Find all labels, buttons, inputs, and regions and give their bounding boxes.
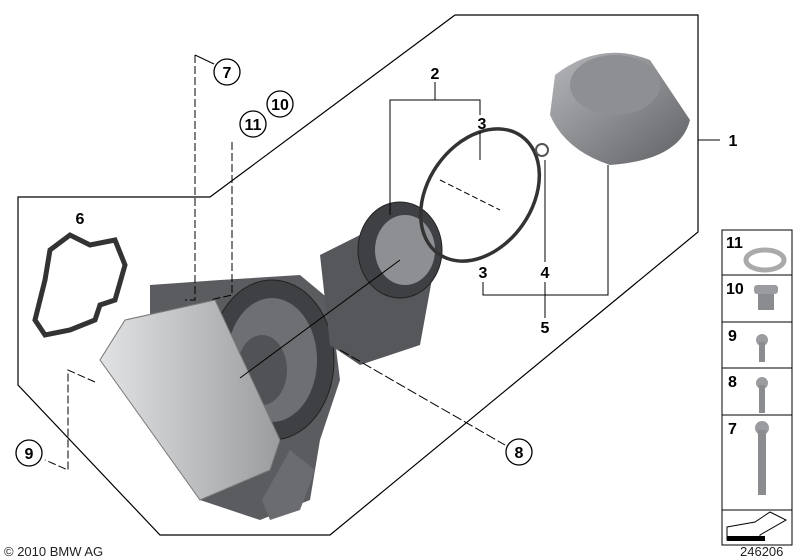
o-ring[interactable] (396, 106, 564, 284)
assembly-outline (17, 14, 699, 536)
callout-8[interactable]: 8 (515, 445, 524, 462)
oil-filter-housing[interactable] (99, 275, 340, 520)
filter-cap[interactable] (550, 52, 690, 165)
legend-number-11[interactable]: 11 (726, 235, 743, 252)
filter-element[interactable] (320, 201, 443, 365)
screw-plug-icon (754, 285, 778, 310)
callout-6[interactable]: 6 (76, 211, 85, 228)
leader-lines (44, 54, 720, 471)
callout-11[interactable]: 11 (245, 117, 262, 134)
bolt-long-icon (755, 421, 769, 495)
previous-diagram-arrow-icon[interactable] (726, 511, 788, 541)
sealing-ring-icon (743, 247, 787, 273)
callout-4[interactable]: 4 (541, 265, 550, 282)
callout-1[interactable]: 1 (729, 133, 738, 150)
legend-number-9[interactable]: 9 (728, 328, 737, 345)
bolt-short-icon (756, 334, 768, 362)
callout-5[interactable]: 5 (541, 320, 550, 337)
callout-circles (15, 58, 533, 467)
legend-number-10[interactable]: 10 (726, 281, 744, 298)
diagram-number: 246206 (740, 544, 783, 559)
bolt-medium-icon (756, 377, 768, 413)
callout-3-bottom[interactable]: 3 (479, 265, 488, 282)
legend-number-7[interactable]: 7 (728, 421, 737, 438)
callout-10[interactable]: 10 (271, 97, 289, 114)
legend-panel (721, 229, 793, 546)
copyright: © 2010 BMW AG (4, 544, 103, 559)
callout-9[interactable]: 9 (25, 446, 34, 463)
callout-3-top[interactable]: 3 (478, 116, 487, 133)
callout-7[interactable]: 7 (223, 65, 232, 82)
legend-number-8[interactable]: 8 (728, 374, 737, 391)
callout-2[interactable]: 2 (431, 66, 440, 83)
gasket[interactable] (32, 232, 128, 338)
small-seal-ring[interactable] (535, 143, 549, 157)
